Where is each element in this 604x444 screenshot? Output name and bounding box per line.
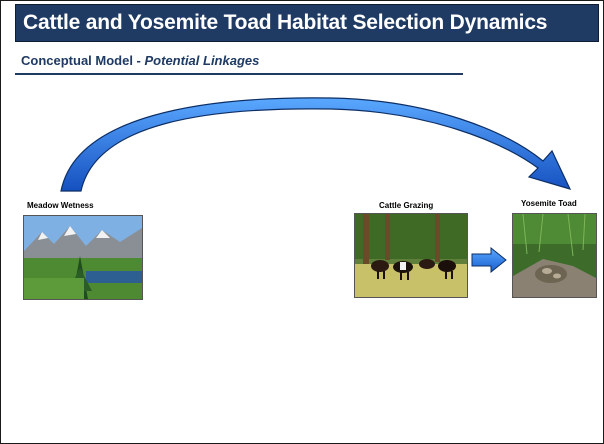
node-label-meadow-wetness: Meadow Wetness [27,201,94,210]
toad-photo [512,213,597,298]
subtitle: Conceptual Model - Potential Linkages [21,53,259,68]
node-label-cattle-grazing: Cattle Grazing [379,201,434,210]
slide-title: Cattle and Yosemite Toad Habitat Selecti… [23,11,548,34]
cattle-photo [354,213,468,298]
mountain-meadow-photo [23,215,143,300]
subtitle-emphasis: Potential Linkages [144,53,260,68]
node-label-yosemite-toad: Yosemite Toad [521,199,577,208]
subtitle-main: Conceptual Model - [21,53,145,68]
right-block-arrow-icon [471,247,507,273]
curved-arrow-shape [60,97,572,192]
subtitle-underline [15,73,463,75]
title-bar: Cattle and Yosemite Toad Habitat Selecti… [15,4,599,42]
